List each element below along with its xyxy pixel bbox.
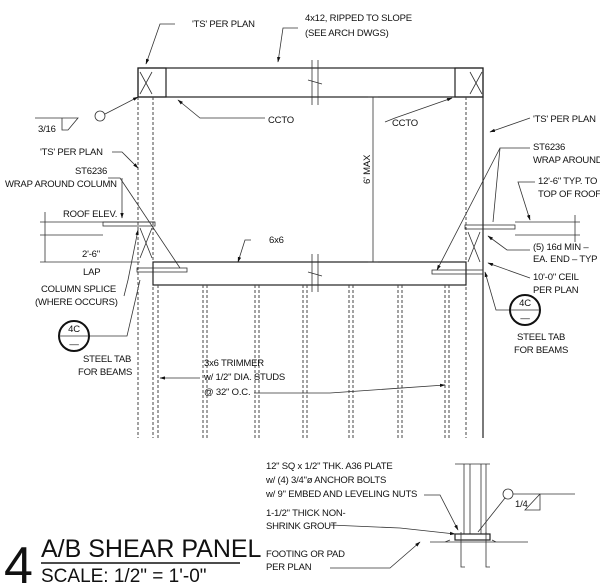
top-right-connection xyxy=(454,67,484,98)
label-ts-top: 'TS' PER PLAN xyxy=(192,19,255,30)
detail-bubble-right[interactable]: 4C — xyxy=(509,294,541,326)
label-weld-left: 3/16 xyxy=(38,124,56,135)
label-max-dim: 6' MAX xyxy=(362,154,373,184)
label-st-right: ST6236 xyxy=(533,142,565,153)
annotations: 'TS' PER PLAN 4x12, RIPPED TO SLOPE (SEE… xyxy=(5,13,600,573)
beam-6x6 xyxy=(152,261,467,286)
svg-text:w/ (4) 3/4"ø ANCHOR BOLTS: w/ (4) 3/4"ø ANCHOR BOLTS xyxy=(265,475,386,486)
detail-number: 4 xyxy=(4,537,33,588)
label-ts-right: 'TS' PER PLAN xyxy=(533,114,596,125)
label-st-left: ST6236 xyxy=(75,166,107,177)
svg-text:4C: 4C xyxy=(68,324,80,335)
base-plate-detail xyxy=(329,463,575,569)
label-splice: COLUMN SPLICE xyxy=(41,284,116,295)
studs xyxy=(157,285,450,438)
label-lap-dim: 2'-6" xyxy=(82,249,100,260)
detail-title: 4 A/B SHEAR PANEL SCALE: 1/2" = 1'-0" xyxy=(4,535,262,588)
label-6x6: 6x6 xyxy=(269,235,284,246)
label-lap: LAP xyxy=(83,267,100,278)
label-ccto-left: CCTO xyxy=(268,115,294,126)
svg-text:TOP OF ROOF: TOP OF ROOF xyxy=(538,189,600,200)
svg-text:PER PLAN: PER PLAN xyxy=(533,285,579,296)
label-roof-right: 12'-6" TYP. TO xyxy=(538,176,597,187)
break-marks xyxy=(307,60,323,292)
label-ceil: 10'-0" CEIL xyxy=(533,272,579,283)
right-roof-ledger xyxy=(464,224,516,230)
svg-text:(WHERE OCCURS): (WHERE OCCURS) xyxy=(35,297,118,308)
label-trimmer: 3x6 TRIMMER xyxy=(204,358,264,369)
framing xyxy=(35,23,580,438)
top-beam xyxy=(137,67,484,98)
svg-text:FOR BEAMS: FOR BEAMS xyxy=(78,367,132,378)
label-grout: 1-1/2" THICK NON- xyxy=(266,508,346,519)
label-nails: (5) 16d MIN – xyxy=(533,242,589,253)
label-tab-right: STEEL TAB xyxy=(517,332,565,343)
label-weld-base: 1/4 xyxy=(515,499,528,510)
svg-text:4C: 4C xyxy=(519,298,531,309)
svg-text:PER PLAN: PER PLAN xyxy=(266,562,312,573)
svg-text:@ 32" O.C.: @ 32" O.C. xyxy=(204,387,250,398)
label-roof-elev: ROOF ELEV. xyxy=(63,209,117,220)
anchor-bolts xyxy=(460,532,490,568)
label-ccto-right: CCTO xyxy=(392,118,418,129)
svg-text:w/ 1/2" DIA. STUDS: w/ 1/2" DIA. STUDS xyxy=(203,372,285,383)
svg-text:WRAP AROUND COLUMN: WRAP AROUND COLUMN xyxy=(5,179,117,190)
base-plate xyxy=(454,533,491,541)
label-plate: 12" SQ x 1/2" THK. A36 PLATE xyxy=(266,461,392,472)
max-dimension-line xyxy=(368,96,378,263)
svg-text:w/ 9" EMBED AND LEVELING NUTS: w/ 9" EMBED AND LEVELING NUTS xyxy=(265,489,417,500)
svg-text:(SEE ARCH DWGS): (SEE ARCH DWGS) xyxy=(305,28,389,39)
detail-bubble-left[interactable]: 4C — xyxy=(58,320,90,352)
detail-name: A/B SHEAR PANEL xyxy=(41,535,262,563)
left-roof-ledger xyxy=(102,221,156,227)
lap-dimension-line xyxy=(40,212,155,263)
svg-text:EA. END – TYP: EA. END – TYP xyxy=(533,254,597,265)
svg-text:SHRINK GROUT: SHRINK GROUT xyxy=(266,521,337,532)
label-footing: FOOTING OR PAD xyxy=(266,549,345,560)
left-steel-tab xyxy=(136,267,188,273)
svg-text:FOR BEAMS: FOR BEAMS xyxy=(514,345,568,356)
top-left-connection xyxy=(137,67,167,98)
label-ts-left: 'TS' PER PLAN xyxy=(40,147,103,158)
svg-text:—: — xyxy=(69,339,79,350)
svg-text:WRAP AROUND: WRAP AROUND xyxy=(533,155,600,166)
roof-dimension-line xyxy=(515,215,580,242)
label-tab-left: STEEL TAB xyxy=(83,354,131,365)
right-steel-tab xyxy=(431,269,484,275)
svg-text:—: — xyxy=(520,313,530,324)
detail-scale: SCALE: 1/2" = 1'-0" xyxy=(41,566,207,587)
label-beam-top: 4x12, RIPPED TO SLOPE xyxy=(305,13,412,24)
